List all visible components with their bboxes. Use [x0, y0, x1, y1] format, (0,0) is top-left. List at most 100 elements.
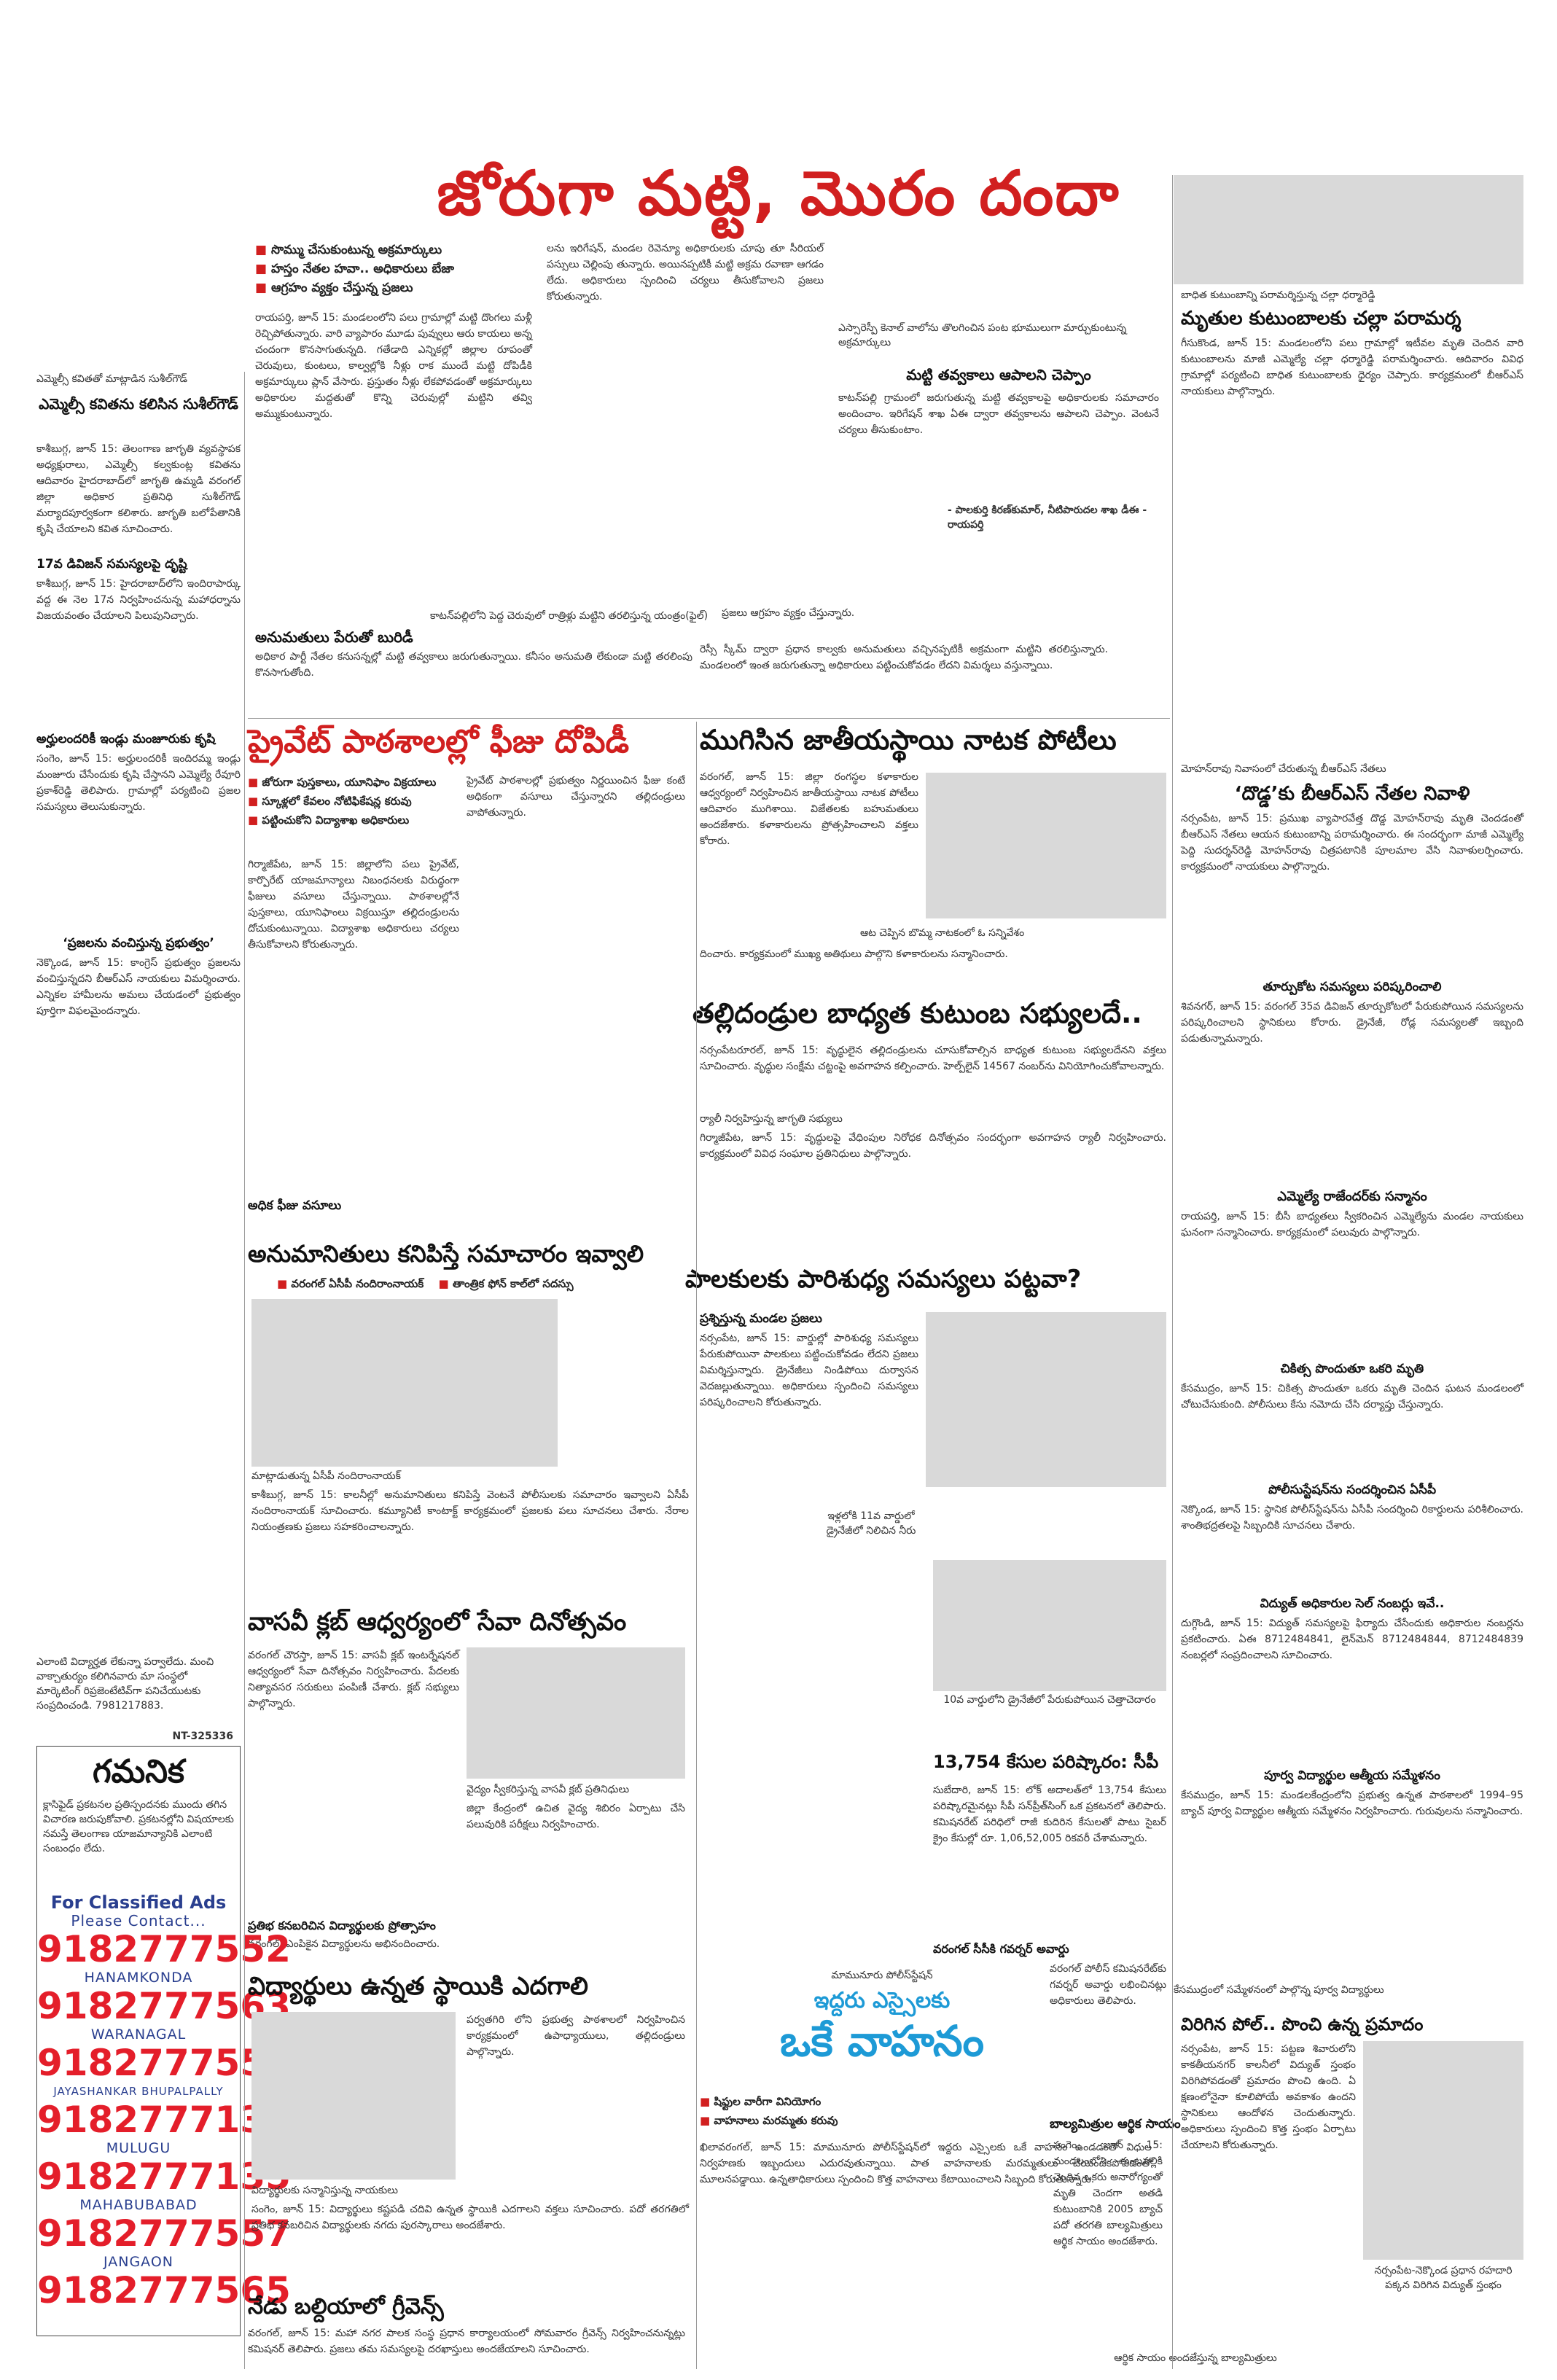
main-story-body-2: లను ఇరిగేషన్‌, మండల రెవెన్యూ అధికారులకు …	[547, 243, 824, 303]
deaths-photo-caption: బాధిత కుటుంబాన్ని పరామర్శిస్తున్న చల్లా …	[1181, 289, 1375, 301]
drama-headline: ముగిసిన జాతీయస్థాయి నాటక పోటీలు	[700, 724, 1117, 756]
mohan-photo-caption: మోహన్‌రావు నివాసంలో చేరుతున్న బీఆర్‌ఎస్‌…	[1181, 763, 1386, 775]
tractor-quote-body: కాటన్‌పల్లి గ్రామంలో జరుగుతున్న మట్టి తవ…	[838, 392, 1159, 436]
rajender-body: రాయపర్తి, జూన్‌ 15: బీసీ బాధ్యతలు స్వీకర…	[1181, 1211, 1523, 1238]
vasavi-photo	[467, 1647, 685, 1779]
drama-photo	[926, 773, 1166, 918]
cases-body-2: వరంగల్‌ పోలీస్‌ కమిషనరేట్‌కు గవర్నర్‌ అవ…	[1050, 1963, 1166, 2007]
tractor-quote-signature: - పాలకుర్తి కిరణ్‌కుమార్‌, నీటిపారుదల శా…	[948, 504, 1147, 531]
police-headline: ఇద్దరు ఎస్సైలకు ఒకే వాహనం	[700, 1986, 1064, 2088]
mlc-headline: ఎమ్మెల్సీ కవితను కలిసిన సుశీల్‌గౌడ్‌	[39, 395, 238, 413]
info-photo-caption: మాట్లాడుతున్న ఏసీపీ నందిరాంనాయక్‌	[251, 1470, 401, 1482]
column-rule	[696, 722, 697, 2369]
main-photo-caption: కాటన్‌పల్లిలోని పెద్ద చెరువులో రాత్రిళ్ల…	[430, 610, 709, 622]
info-bullets: వరంగల్‌ ఏసీపీ నందిరాంనాయక్‌ తాంత్రిక ఫోన…	[277, 1274, 692, 1293]
donation-photo-caption: ఆర్థిక సాయం అందజేస్తున్న బాల్యమిత్రులు	[1114, 2352, 1277, 2364]
grievance-body: వరంగల్‌, జూన్‌ 15: మహా నగర పాలక సంస్థ ప్…	[248, 2328, 685, 2355]
acp-visit-body: నెక్కొండ, జూన్‌ 15: స్థానిక పోలీస్‌స్టేష…	[1181, 1504, 1523, 1532]
column-rule	[1172, 175, 1173, 2369]
sanitation-body: నర్సంపేట, జూన్‌ 15: వార్డుల్లో పారిశుధ్య…	[700, 1333, 918, 1408]
treatment-death-subheading: చికిత్స పొందుతూ ఒకరి మృతి	[1280, 1362, 1424, 1376]
mlc-body-3: సంగెం, జూన్‌ 15: అర్హులందరికీ ఇందిరమ్మ ఇ…	[36, 753, 241, 813]
mlc-body-2: కాశీబుగ్గ, జూన్‌ 15: హైదరాబాద్‌లోని ఇంది…	[36, 578, 241, 622]
students-photo-caption: విద్యార్థులకు సన్మానిస్తున్న నాయకులు	[251, 2185, 398, 2196]
contact-label: Please Contact...	[71, 1912, 206, 1930]
sanitation-photo-caption-2: 10వ వార్డులోని డ్రైనేజీలో పేరుకుపోయిన చె…	[943, 1694, 1156, 1706]
electricity-numbers-subheading: విద్యుత్‌ అధికారుల సెల్‌ నంబర్లు ఇవే..	[1260, 1596, 1445, 1611]
alumni-body: కేసముద్రం, జూన్‌ 15: మండలకేంద్రంలోని ప్ర…	[1181, 1790, 1523, 1817]
phone-bhupalpally[interactable]: 9182777556	[37, 2042, 291, 2084]
masthead-headline: జోరుగా మట్టి, మొరం దందా	[437, 157, 1120, 229]
column-rule	[244, 372, 245, 2369]
fees-subheading: అధిక ఫీజు వసూలు	[248, 1198, 342, 1213]
mlc-subheading-3: ‘ప్రజలను వంచిస్తున్న ప్రభుత్వం’	[63, 936, 214, 951]
deaths-body: గీసుకొండ, జూన్‌ 15: మండలంలోని పలు గ్రామా…	[1181, 338, 1523, 397]
police-bullets: షిఫ్టుల వారీగా వినియోగం వాహనాలు మరమ్మతు …	[700, 2092, 1050, 2136]
fees-bullets: జోరుగా పుస్తకాలు, యూనిఫాం విక్రయాలు స్కూ…	[248, 773, 467, 853]
mlc-body: కాశీబుగ్గ, జూన్‌ 15: తెలంగాణ జాగృతి వ్యవ…	[36, 443, 241, 535]
phone-jangaon[interactable]: 9182777557	[37, 2212, 291, 2255]
main-story-body-4: అధికార పార్టీ నేతల కనుసన్నల్లో మట్టి తవ్…	[255, 651, 692, 679]
sanitation-photo-caption: ఇళ్లలోకి 11వ వార్డులో డ్రైనేజీలో నిలిచిన…	[826, 1510, 916, 1537]
notice-title: గమనిక	[92, 1753, 185, 1790]
phone-warangal[interactable]: 9182777563	[37, 1985, 291, 2027]
dodda-body: నర్సంపేట, జూన్‌ 15: ప్రముఖ వ్యాపారవేత్త …	[1181, 813, 1523, 873]
parents-body: నర్సంపేటరూరల్‌, జూన్‌ 15: వృద్ధులైన తల్ల…	[700, 1045, 1166, 1072]
job-ad-code: NT-325336	[172, 1731, 233, 1742]
donation-body: సంగెం, జూన్‌ 15: మండలంలోని కుంటపల్లికి చ…	[1053, 2139, 1163, 2247]
dodda-headline: ‘దొడ్డ’కు బీఆర్‌ఎస్‌ నేతల నివాళి	[1234, 783, 1470, 805]
sanitation-photo	[926, 1312, 1166, 1487]
donation-headline: బాల్యమిత్రుల ఆర్థిక సాయం	[1050, 2117, 1181, 2131]
police-headline-2: ఒకే వాహనం	[779, 2016, 985, 2066]
deaths-headline: మృతుల కుటుంబాలకు చల్లా పరామర్శ	[1181, 308, 1462, 329]
electricity-numbers-body: దుగ్గొండి, జూన్‌ 15: విద్యుత్‌ సమస్యలపై …	[1181, 1618, 1523, 1661]
mlc-photo-caption: ఎమ్మెల్సీ కవితతో మాట్లాడిన సుశీల్‌గౌడ్‌	[36, 373, 187, 385]
main-story-body: రాయపర్తి, జూన్‌ 15: మండలంలోని పలు గ్రామా…	[255, 312, 532, 420]
pole-body: నర్సంపేట, జూన్‌ 15: పట్టణ శివారులోని కాక…	[1181, 2043, 1356, 2151]
students-body-2: పర్వతగిరి లోని ప్రభుత్వ పాఠశాలలో నిర్వహి…	[467, 2014, 685, 2058]
police-headline-1: ఇద్దరు ఎస్సైలకు	[813, 1988, 951, 2013]
drama-photo-caption: ఆట చెప్పిన బొమ్మ నాటకంలో ఓ సన్నివేశం	[860, 927, 1025, 939]
sanitation-headline: పాలకులకు పారిశుధ్య సమస్యలు పట్టవా?	[685, 1265, 1082, 1294]
phone-mulugu[interactable]: 9182777135	[37, 2099, 291, 2141]
mlc-body-4: నెక్కొండ, జూన్‌ 15: కాంగ్రెస్‌ ప్రభుత్వం…	[36, 957, 241, 1017]
mlc-subheading-2: అర్హులందరికీ ఇండ్లు మంజూరుకు కృషి	[36, 732, 216, 746]
info-headline: అనుమానితులు కనిపిస్తే సమాచారం ఇవ్వాలి	[248, 1240, 644, 1268]
fees-body-2: ప్రైవేట్‌ పాఠశాలల్లో ప్రభుత్వం నిర్ణయించ…	[467, 775, 685, 819]
vasavi-body: వరంగల్‌ చౌరస్తా, జూన్‌ 15: వాసవీ క్లబ్‌ …	[248, 1650, 459, 1709]
acp-visit-subheading: పోలీసుస్టేషన్‌ను సందర్శించిన ఏసీపీ	[1268, 1483, 1437, 1497]
parents-body-2: గిర్మాజీపేట, జూన్‌ 15: వృద్ధులపై వేధింపు…	[700, 1132, 1166, 1160]
pole-photo-caption: నర్సంపేట-నెక్కొండ ప్రధాన రహదారి పక్కన వి…	[1374, 2265, 1513, 2291]
mlc-subheading-1: 17వ డివిజన్‌ సమస్యలపై దృష్టి	[36, 557, 187, 571]
parents-photo-caption: ర్యాలీ నిర్వహిస్తున్న జాగృతి సభ్యులు	[700, 1113, 843, 1125]
tuurpukota-body: శివనగర్‌, జూన్‌ 15: వరంగల్‌ 35వ డివిజన్‌…	[1181, 1001, 1523, 1045]
vasavi-body-3: వరంగల్‌: ఎంపికైన విద్యార్థులను అభినందించ…	[248, 1938, 440, 1950]
pole-headline: విరిగిన పోల్‌.. పొంచి ఉన్న ప్రమాదం	[1181, 2014, 1424, 2034]
main-story-body-5: రెస్సీ స్కీమ్‌‌ ద్వారా ప్రధాన కాల్వకు అన…	[700, 644, 1108, 671]
police-kicker: మామునూరు పోలీస్‌స్టేషన్‌	[831, 1970, 933, 1981]
fees-headline: ప్రైవేట్‌ పాఠశాలల్లో ఫీజు దోపిడీ	[248, 723, 630, 760]
alumni-subheading: పూర్వ విద్యార్థుల ఆత్మీయ సమ్మేళనం	[1264, 1768, 1440, 1783]
phone-hanamkonda[interactable]: 9182777552	[37, 1928, 291, 1970]
police-body: ఖిలావరంగల్‌, జూన్‌ 15: మామునూరు పోలీస్‌స…	[700, 2142, 1152, 2185]
main-bullets: సొమ్ము చేసుకుంటున్న అక్రమార్కులు హస్తం న…	[255, 241, 561, 306]
alumni-photo-caption: కేసముద్రంలో సమ్మేళనంలో పాల్గొన్న పూర్వ వ…	[1174, 1984, 1384, 1996]
students-headline: విద్యార్థులు ఉన్నత స్థాయికి ఎదగాలి	[248, 1972, 588, 2001]
main-subheading: అనుమతులు పేరుతో బురిడీ	[255, 628, 413, 646]
vasavi-body-2: జిల్లా కేంద్రంలో ఉచిత వైద్య శిబిరం ఏర్పా…	[467, 1803, 685, 1830]
phone-mahabubabad[interactable]: 9182777135	[37, 2155, 291, 2198]
classified-notice-box: గమనిక క్లాసిఫైడ్‌ ప్రకటనల ప్రతిస్పందనకు …	[36, 1746, 291, 2336]
drama-body: వరంగల్‌, జూన్‌ 15: జిల్లా రంగస్థల కళాకార…	[700, 771, 918, 847]
notice-body: క్లాసిఫైడ్‌ ప్రకటనల ప్రతిస్పందనకు ముందు …	[43, 1799, 234, 1854]
students-body: సంగెం, జూన్‌ 15: విద్యార్థులు కష్టపడి చద…	[251, 2204, 689, 2231]
cases-body: సుబేదారి, జూన్‌ 15: లోక్‌ అదాలత్‌లో 13,7…	[933, 1784, 1166, 1844]
job-ad-text: ఎలాంటి విద్యార్హత లేకున్నా పర్వాలేదు. మం…	[36, 1656, 214, 1712]
phone-extra[interactable]: 9182777565	[37, 2269, 291, 2311]
pole-photo	[1363, 2041, 1523, 2260]
sanitation-subheading: ప్రశ్నిస్తున్న మండల ప్రజలు	[700, 1311, 822, 1326]
students-photo	[251, 2012, 456, 2180]
tuurpukota-subheading: తూర్పుకోట సమస్యలు పరిష్కరించాలి	[1263, 980, 1442, 994]
parents-headline: తల్లిదండ్రుల బాధ్యత కుటుంబ సభ్యులదే..	[692, 997, 1142, 1029]
cases-subheading: వరంగల్‌ సీసీకి గవర్నర్‌ అవార్డు	[933, 1942, 1069, 1956]
grievance-headline: నేడు బల్దియాలో గ్రీవెన్స్‌	[248, 2294, 444, 2319]
